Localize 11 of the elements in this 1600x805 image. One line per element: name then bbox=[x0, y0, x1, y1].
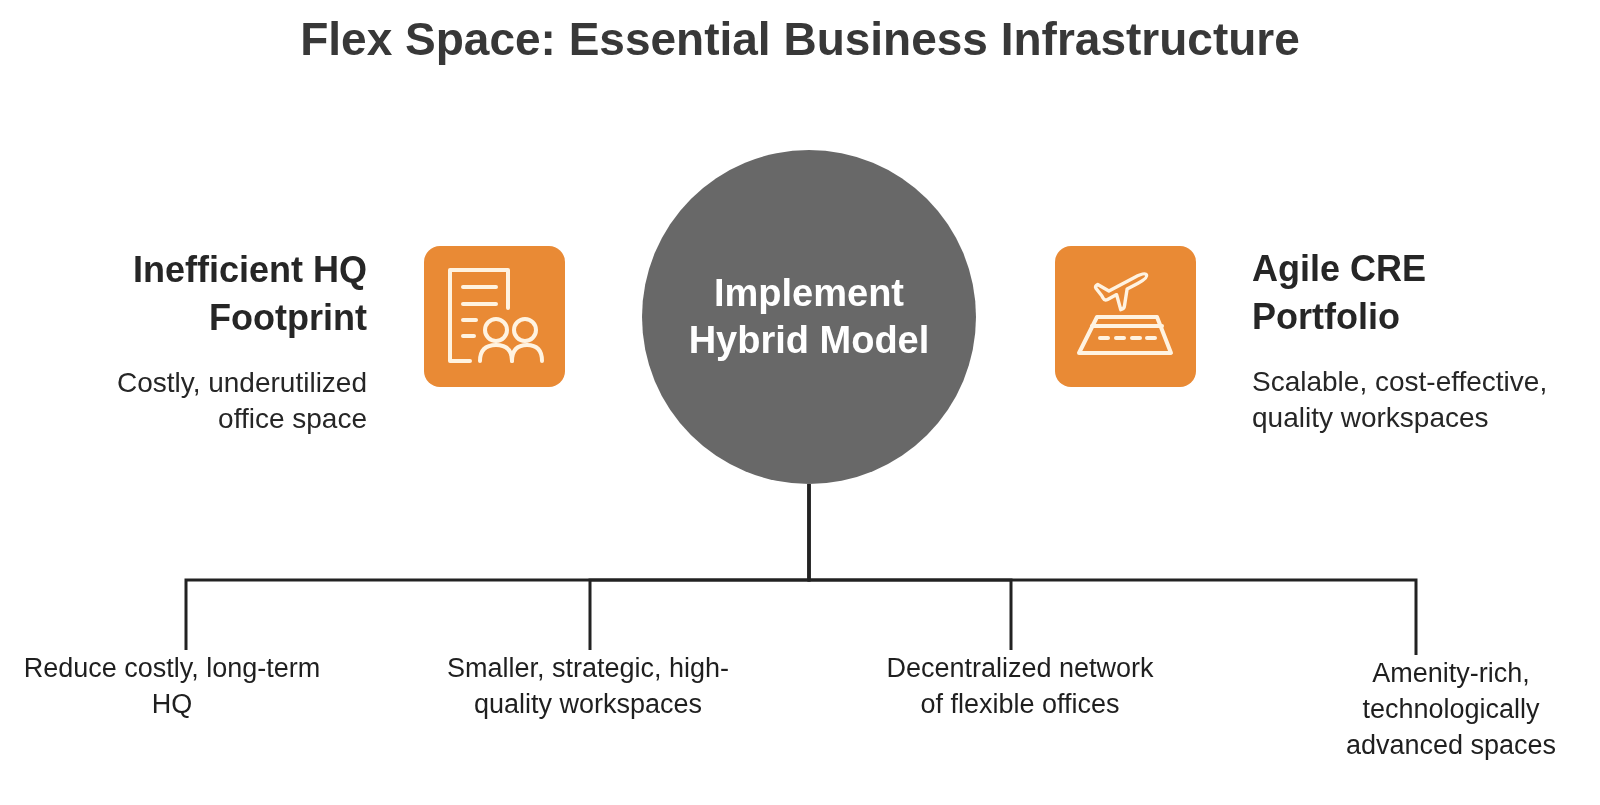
section-description: Scalable, cost-effective, quality workspaces bbox=[1252, 366, 1548, 433]
branch-label: Reduce costly, long-term HQ bbox=[23, 653, 321, 719]
connector-line bbox=[807, 484, 1418, 655]
diagram-title: Flex Space: Essential Business Infrastructure bbox=[300, 13, 1300, 65]
branch-label: Smaller, strategic, high-quality workspaces bbox=[446, 653, 730, 719]
section-heading: Agile CRE Portfolio bbox=[1252, 248, 1427, 337]
branch-label: Decentralized network of flexible offices bbox=[886, 653, 1154, 719]
hub-label: Implement Hybrid Model bbox=[688, 272, 930, 361]
section-description: Costly, underutilized office space bbox=[116, 367, 367, 434]
section-heading: Inefficient HQ Footprint bbox=[132, 249, 367, 338]
branch-label: Amenity-rich, technologically advanced spaces bbox=[1345, 658, 1557, 760]
